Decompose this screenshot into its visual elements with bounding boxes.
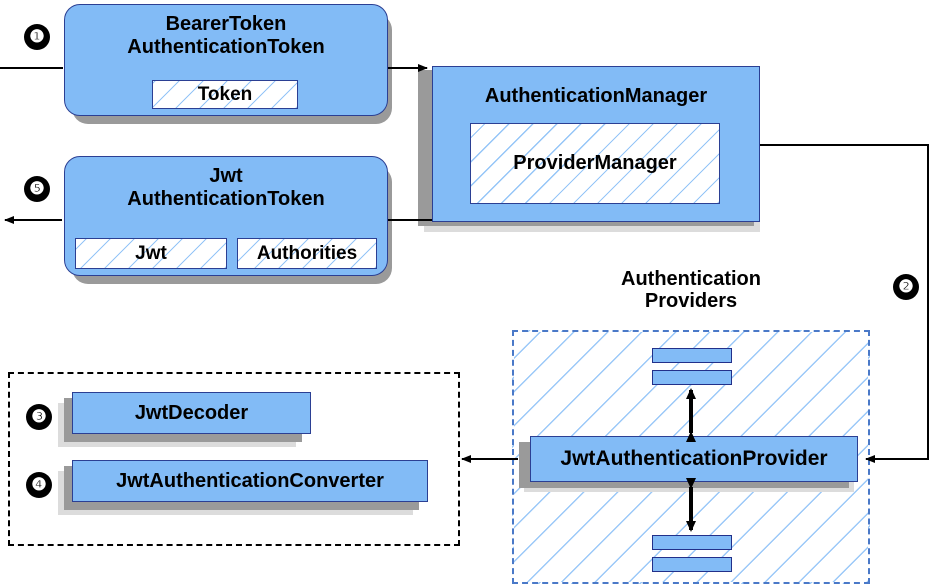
- jwt-token-title-line2: AuthenticationToken: [127, 188, 325, 210]
- jwt-authentication-converter-node[interactable]: JwtAuthenticationConverter: [72, 460, 428, 502]
- jwt-authentication-provider-node[interactable]: JwtAuthenticationProvider: [530, 436, 858, 482]
- provider-bar-bottom-1: [652, 535, 732, 550]
- bearer-token-title-line2: AuthenticationToken: [127, 36, 325, 58]
- jwt-decoder-node[interactable]: JwtDecoder: [72, 392, 311, 434]
- step-badge-2: ❷: [893, 274, 919, 300]
- step-badge-3: ❸: [26, 404, 52, 430]
- bearer-token-inner-token: Token: [152, 80, 298, 109]
- provider-bar-bottom-2: [652, 557, 732, 572]
- jwt-token-inner-jwt: Jwt: [75, 238, 227, 269]
- step-badge-4: ❹: [26, 472, 52, 498]
- jwt-token-inner-authorities: Authorities: [237, 238, 377, 269]
- provider-bar-top-2: [652, 370, 732, 385]
- authentication-providers-label: Authentication Providers: [566, 268, 816, 313]
- provider-manager-inner: ProviderManager: [470, 123, 720, 204]
- authentication-manager-title: AuthenticationManager: [484, 85, 708, 107]
- step-badge-5: ❺: [24, 176, 50, 202]
- authentication-providers-label-line2: Providers: [644, 290, 738, 313]
- step-badge-1: ❶: [24, 24, 50, 50]
- bearer-token-title-line1: BearerToken: [165, 13, 287, 35]
- authentication-providers-label-line1: Authentication: [621, 268, 761, 290]
- jwt-token-title-line1: Jwt: [209, 165, 243, 187]
- provider-bar-top-1: [652, 348, 732, 363]
